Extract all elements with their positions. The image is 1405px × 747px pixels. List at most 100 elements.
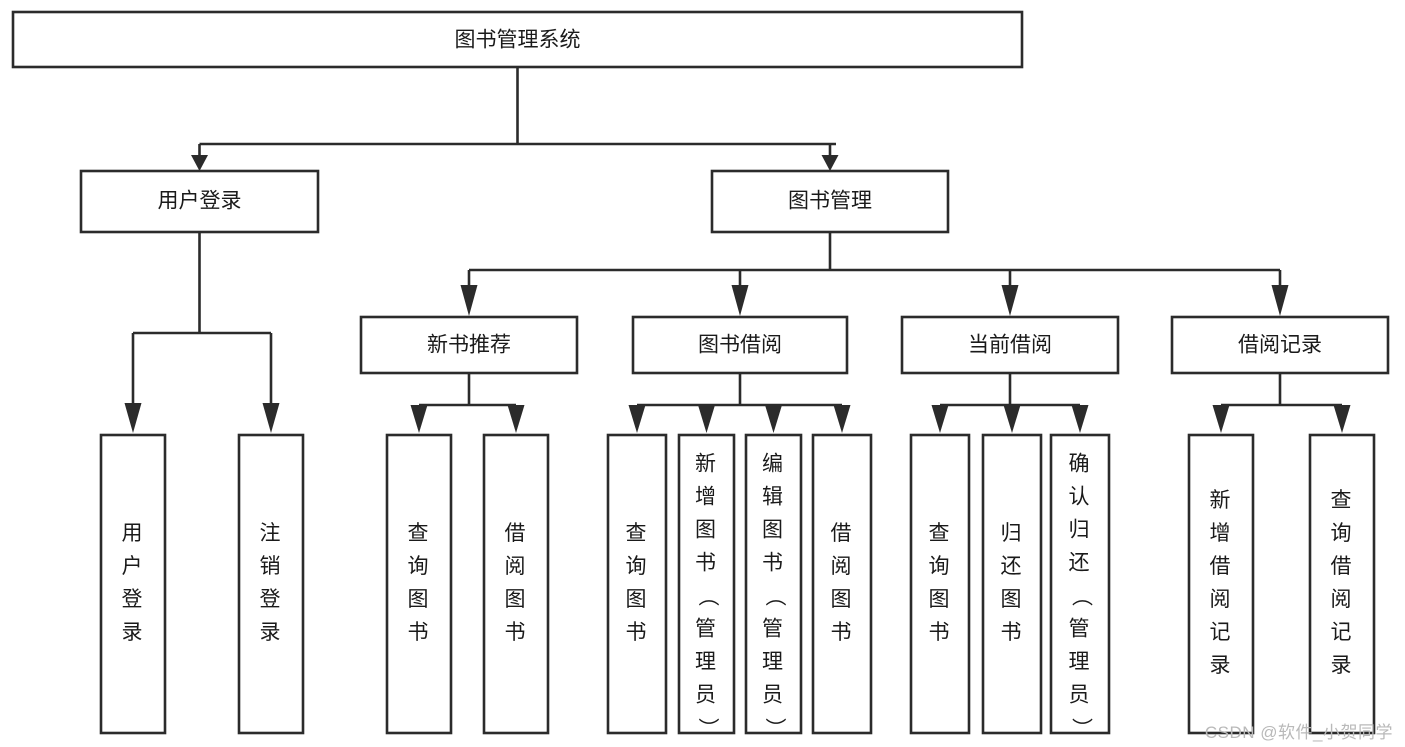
leaf-user-login[interactable]: 用户登录 bbox=[99, 433, 167, 735]
leaf-edit-book-box[interactable] bbox=[744, 433, 803, 735]
node-book-manage[interactable]: 图书管理 bbox=[710, 169, 950, 234]
leaf-confirm-return-label-char: 管 bbox=[1069, 618, 1092, 641]
leaf-edit-book-label-char: （ bbox=[763, 586, 786, 609]
leaf-borrow-book-br-label-char: 书 bbox=[831, 621, 854, 644]
leaf-borrow-book-rec-label-char: 图 bbox=[505, 588, 528, 611]
arrowhead-borrow-record bbox=[1271, 285, 1289, 316]
leaf-logout-label-char: 登 bbox=[260, 588, 283, 611]
node-new-book-rec-box[interactable] bbox=[359, 315, 579, 375]
leaf-borrow-book-rec-box[interactable] bbox=[482, 433, 550, 735]
leaf-return-book-label-char: 归 bbox=[1001, 522, 1024, 545]
node-current-borrow-box[interactable] bbox=[900, 315, 1120, 375]
node-book-borrow-label: 图书借阅 bbox=[698, 334, 782, 357]
arrowhead-leaf-return-book bbox=[1003, 405, 1021, 433]
leaf-add-book-box[interactable] bbox=[677, 433, 736, 735]
arrowhead-leaf-user-login bbox=[124, 403, 142, 433]
leaf-add-record-label-char: 增 bbox=[1210, 522, 1233, 545]
leaf-add-record-box[interactable] bbox=[1187, 433, 1255, 735]
leaf-query-book-cb-label-char: 图 bbox=[929, 588, 952, 611]
leaf-return-book-box[interactable] bbox=[981, 433, 1043, 735]
leaf-logout-label-char: 注 bbox=[260, 522, 283, 545]
node-user-login-box[interactable] bbox=[79, 169, 320, 234]
arrowhead-leaf-logout bbox=[262, 403, 280, 433]
leaf-confirm-return-label-char: 确 bbox=[1069, 453, 1092, 476]
leaf-query-record-label-char: 阅 bbox=[1331, 588, 1354, 611]
node-current-borrow[interactable]: 当前借阅 bbox=[900, 315, 1120, 375]
arrowhead-new-book-rec bbox=[460, 285, 478, 316]
leaf-query-record-label-char: 记 bbox=[1331, 621, 1354, 644]
node-book-borrow[interactable]: 图书借阅 bbox=[631, 315, 849, 375]
leaf-borrow-book-br-label-char: 图 bbox=[831, 588, 854, 611]
leaf-confirm-return-label-char: 员 bbox=[1069, 684, 1092, 707]
leaf-edit-book-label-char: 管 bbox=[762, 618, 785, 641]
leaf-borrow-book-br-box[interactable] bbox=[811, 433, 873, 735]
leaf-add-book-label-char: （ bbox=[696, 586, 719, 609]
leaf-add-record-label-char: 新 bbox=[1210, 489, 1233, 512]
node-book-manage-box[interactable] bbox=[710, 169, 950, 234]
arrowhead-leaf-query-book-cb bbox=[931, 405, 949, 433]
arrowhead-leaf-borrow-book-rec bbox=[507, 405, 525, 433]
node-book-borrow-box[interactable] bbox=[631, 315, 849, 375]
connector-layer bbox=[124, 67, 1351, 433]
leaf-query-book-rec-label-char: 书 bbox=[408, 621, 431, 644]
node-root-label: 图书管理系统 bbox=[455, 29, 581, 52]
node-borrow-record-box[interactable] bbox=[1170, 315, 1390, 375]
leaf-add-record-label-char: 记 bbox=[1210, 621, 1233, 644]
leaf-add-book-label-char: 新 bbox=[695, 453, 718, 476]
leaf-user-login-label-char: 登 bbox=[122, 588, 145, 611]
leaf-logout-box[interactable] bbox=[237, 433, 305, 735]
leaf-edit-book-label-char: ） bbox=[763, 718, 786, 741]
leaf-query-book-rec-label-char: 图 bbox=[408, 588, 431, 611]
leaf-query-book-br-label-char: 查 bbox=[626, 522, 649, 545]
arrowhead-user-login bbox=[191, 155, 208, 171]
node-current-borrow-label: 当前借阅 bbox=[968, 334, 1052, 357]
leaf-edit-book-label-char: 员 bbox=[762, 684, 785, 707]
leaf-borrow-book-br-label-char: 阅 bbox=[831, 555, 854, 578]
leaf-query-book-br-label-char: 书 bbox=[626, 621, 649, 644]
node-user-login[interactable]: 用户登录 bbox=[79, 169, 320, 234]
leaf-borrow-book-rec-label-char: 书 bbox=[505, 621, 528, 644]
leaf-query-book-br-box[interactable] bbox=[606, 433, 668, 735]
arrowhead-leaf-borrow-book-br bbox=[833, 405, 851, 433]
leaf-add-book-label-char: 增 bbox=[695, 486, 718, 509]
leaf-add-book-label-char: ） bbox=[696, 718, 719, 741]
node-book-manage-label: 图书管理 bbox=[788, 190, 872, 213]
arrowhead-book-manage bbox=[821, 155, 839, 171]
leaf-return-book-label-char: 图 bbox=[1001, 588, 1024, 611]
leaf-query-book-cb-label-char: 书 bbox=[929, 621, 952, 644]
arrowhead-leaf-edit-book bbox=[765, 405, 782, 433]
leaf-query-record-label-char: 查 bbox=[1331, 489, 1354, 512]
node-borrow-record[interactable]: 借阅记录 bbox=[1170, 315, 1390, 375]
leaf-add-book-label-char: 图 bbox=[695, 519, 718, 542]
leaf-query-book-cb-box[interactable] bbox=[909, 433, 971, 735]
leaf-add-record-label-char: 阅 bbox=[1210, 588, 1233, 611]
watermark-text: CSDN @软件_小贺同学 bbox=[1204, 723, 1393, 742]
node-root[interactable]: 图书管理系统 bbox=[11, 10, 1024, 69]
leaf-add-record-label-char: 借 bbox=[1210, 555, 1233, 578]
leaf-query-record-box[interactable] bbox=[1308, 433, 1376, 735]
node-root-box[interactable] bbox=[11, 10, 1024, 69]
leaf-confirm-return-box[interactable] bbox=[1049, 433, 1111, 735]
leaf-query-book-br-label-char: 图 bbox=[626, 588, 649, 611]
leaf-add-book-label-char: 理 bbox=[695, 651, 718, 674]
leaf-user-login-box[interactable] bbox=[99, 433, 167, 735]
node-new-book-rec[interactable]: 新书推荐 bbox=[359, 315, 579, 375]
arrowhead-leaf-add-book bbox=[698, 405, 715, 433]
leaf-confirm-return-label-char: 理 bbox=[1069, 651, 1092, 674]
leaf-query-book-rec-box[interactable] bbox=[385, 433, 453, 735]
leaf-add-book-label-char: 员 bbox=[695, 684, 718, 707]
